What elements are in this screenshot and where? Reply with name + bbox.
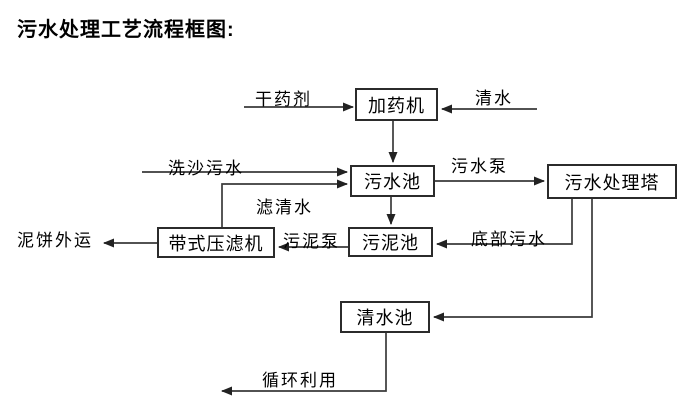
arrow-filtered-water-to-sewage-pool [221,179,348,227]
arrow-tower-to-clear-water-pool [433,199,593,322]
flow-label-filtered-clear-water: 滤清水 [256,198,313,217]
node-clear-water-pool: 清水池 [340,301,430,333]
node-treatment-tower: 污水处理塔 [547,164,677,199]
node-sewage-pool: 污水池 [350,165,435,197]
flow-label-dry-agent: 干药剂 [255,90,312,109]
flow-label-mud-cake-outbound: 泥饼外运 [17,231,93,250]
flow-label-sludge-pump: 污泥泵 [283,232,340,251]
flow-label-sand-wash-sewage: 洗沙污水 [168,159,244,178]
node-sludge-pool: 污泥池 [348,227,433,257]
flow-label-recycling: 循环利用 [262,371,338,390]
arrow-recycling-out [221,333,387,396]
diagram-title: 污水处理工艺流程框图: [17,19,235,41]
flow-label-clear-water: 清水 [475,89,513,108]
flow-label-bottom-sewage: 底部污水 [471,230,547,249]
flow-label-sewage-pump: 污水泵 [451,157,508,176]
node-dosing-machine: 加药机 [355,88,438,121]
arrow-bottom-sewage-to-sludge-pool [436,199,573,249]
node-belt-filter-press: 带式压滤机 [157,227,275,258]
